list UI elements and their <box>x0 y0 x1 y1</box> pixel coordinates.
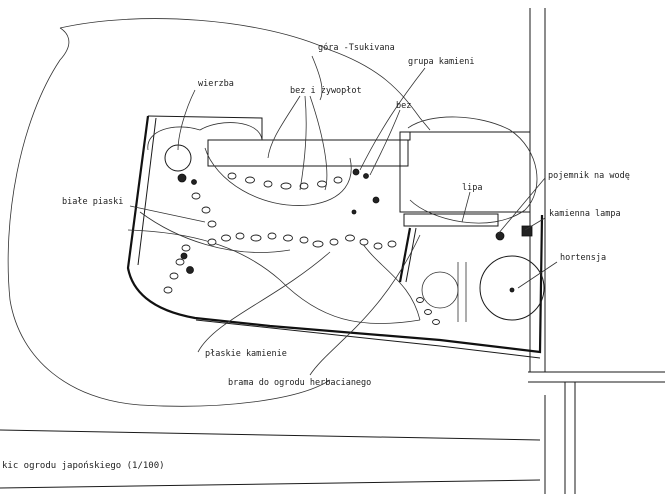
label-lipa: lipa <box>462 183 482 193</box>
label-bez: bez <box>396 101 411 111</box>
building-block <box>207 131 531 213</box>
label-grupa-kamieni: grupa kamieni <box>408 57 475 67</box>
label-biale-piaski: białe piaski <box>62 197 123 207</box>
outer-outline <box>7 18 431 407</box>
stepping-stones <box>163 172 440 325</box>
plan-caption: kic ogrodu japońskiego (1/100) <box>2 461 165 471</box>
hedge-row <box>398 213 499 322</box>
label-hortensja: hortensja <box>560 253 606 263</box>
rock-groups <box>177 168 533 274</box>
building-lines <box>0 8 665 494</box>
plants <box>127 116 545 325</box>
hydrangea <box>479 255 545 321</box>
label-gora: góra -Tsukivana <box>318 42 395 53</box>
leader-lines <box>129 55 558 376</box>
label-kamienna-lampa: kamienna lampa <box>549 209 621 219</box>
tsukiyama-mound <box>204 147 352 206</box>
label-brama: brama do ogrodu herbacianego <box>228 378 371 388</box>
label-bez-zywoplot: bez i żywopłot <box>290 86 362 96</box>
linden-tree <box>407 116 538 224</box>
label-plaskie-kamienie: płaskie kamienie <box>205 349 287 359</box>
label-wierzba: wierzba <box>198 79 234 89</box>
label-pojemnik: pojemnik na wodę <box>548 171 630 181</box>
